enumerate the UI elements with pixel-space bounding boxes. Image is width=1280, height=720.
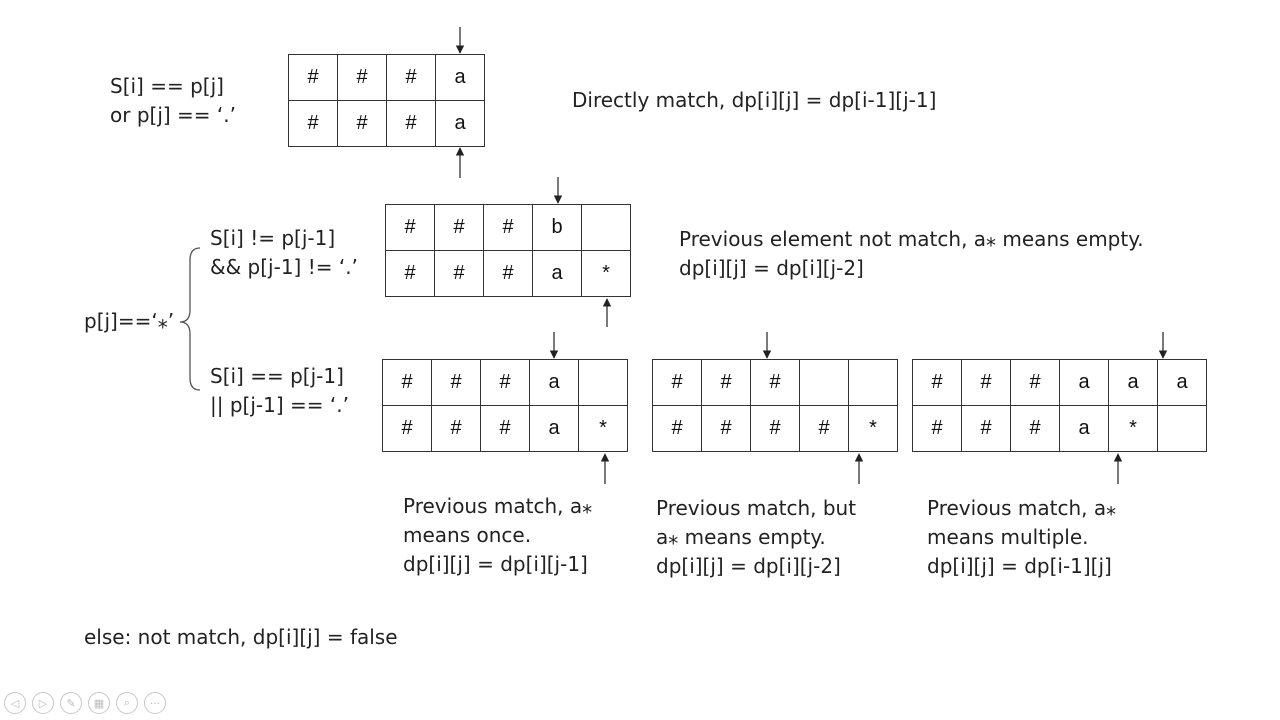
- description-line: dp[i][j] = dp[i-1][j]: [927, 554, 1112, 578]
- grid-row-pattern: ###a*: [912, 405, 1207, 452]
- description-line: dp[i][j] = dp[i][j-1]: [403, 552, 588, 576]
- condition-line: && p[j-1] != ‘.’: [210, 255, 358, 279]
- star-condition-label: p[j]==‘⁎’: [84, 309, 175, 333]
- grid-direct-match: ###a###a: [288, 54, 485, 147]
- grid-cell: #: [386, 100, 436, 147]
- grid-cell: *: [578, 405, 628, 452]
- pen-icon[interactable]: ✎: [60, 692, 82, 714]
- description-multiple: Previous match, a⁎ means multiple. dp[i]…: [927, 494, 1116, 581]
- grid-row-string: ###a: [288, 54, 485, 101]
- grid-cell: a: [529, 359, 579, 406]
- grid-cell: *: [581, 250, 631, 297]
- grid-cell: #: [799, 405, 849, 452]
- condition-line: or p[j] == ‘.’: [110, 103, 236, 127]
- grid-cell: *: [848, 405, 898, 452]
- grid-cell: #: [382, 359, 432, 406]
- description-line: means multiple.: [927, 525, 1089, 549]
- description-line: dp[i][j] = dp[i][j-2]: [679, 256, 864, 280]
- description-direct: Directly match, dp[i][j] = dp[i-1][j-1]: [572, 86, 936, 115]
- grid-cell: #: [961, 405, 1011, 452]
- slideshow-toolbar: ◁ ▷ ✎ ▦ ⌕ ···: [4, 692, 166, 714]
- grid-cell: #: [483, 204, 533, 251]
- grid-cell: [578, 359, 628, 406]
- grid-cell: a: [435, 54, 485, 101]
- grid-row-string: ###: [652, 359, 898, 406]
- grid-cell: #: [912, 405, 962, 452]
- next-slide-icon[interactable]: ▷: [32, 692, 54, 714]
- grid-cell: #: [337, 100, 387, 147]
- description-line: means once.: [403, 523, 532, 547]
- description-line: Previous match, but: [656, 496, 857, 520]
- grid-cell: #: [288, 54, 338, 101]
- condition-line: S[i] == p[j]: [110, 74, 224, 98]
- condition-line: S[i] == p[j-1]: [210, 364, 344, 388]
- description-line: Previous element not match, a⁎ means emp…: [679, 227, 1144, 251]
- else-case-text: else: not match, dp[i][j] = false: [84, 625, 398, 649]
- zoom-icon[interactable]: ⌕: [116, 692, 138, 714]
- prev-slide-icon[interactable]: ◁: [4, 692, 26, 714]
- grid-row-pattern: ###a*: [382, 405, 628, 452]
- more-icon[interactable]: ···: [144, 692, 166, 714]
- description-line: a⁎ means empty.: [656, 525, 826, 549]
- grid-cell: #: [1010, 405, 1060, 452]
- grid-cell: a: [1059, 405, 1109, 452]
- description-once: Previous match, a⁎ means once. dp[i][j] …: [403, 492, 592, 579]
- grid-cell: #: [750, 405, 800, 452]
- description-empty: Previous match, but a⁎ means empty. dp[i…: [656, 494, 856, 581]
- grid-cell: #: [480, 405, 530, 452]
- grid-match-once: ###a###a*: [382, 359, 628, 452]
- grid-row-pattern: ####*: [652, 405, 898, 452]
- description-line: Directly match, dp[i][j] = dp[i-1][j-1]: [572, 88, 937, 112]
- grid-row-pattern: ###a: [288, 100, 485, 147]
- description-line: Previous match, a⁎: [927, 496, 1117, 520]
- grid-cell: [848, 359, 898, 406]
- grid-cell: [1157, 405, 1207, 452]
- description-line: dp[i][j] = dp[i][j-2]: [656, 554, 841, 578]
- condition-line: || p[j-1] == ‘.’: [210, 393, 349, 417]
- condition-line: S[i] != p[j-1]: [210, 226, 336, 250]
- grid-star-nomatch: ###b###a*: [385, 204, 631, 297]
- grid-cell: a: [435, 100, 485, 147]
- grid-cell: *: [1108, 405, 1158, 452]
- grid-cell: #: [961, 359, 1011, 406]
- grid-cell: #: [483, 250, 533, 297]
- description-star-nomatch: Previous element not match, a⁎ means emp…: [679, 225, 1144, 283]
- grid-cell: #: [385, 250, 435, 297]
- grid-cell: a: [532, 250, 582, 297]
- grid-cell: #: [288, 100, 338, 147]
- condition-direct: S[i] == p[j] or p[j] == ‘.’: [110, 72, 236, 130]
- description-line: Previous match, a⁎: [403, 494, 593, 518]
- grid-cell: [799, 359, 849, 406]
- condition-star-nomatch: S[i] != p[j-1] && p[j-1] != ‘.’: [210, 224, 358, 282]
- grid-cell: #: [750, 359, 800, 406]
- grid-cell: a: [1157, 359, 1207, 406]
- grid-cell: a: [529, 405, 579, 452]
- condition-star-match: S[i] == p[j-1] || p[j-1] == ‘.’: [210, 362, 349, 420]
- grid-row-pattern: ###a*: [385, 250, 631, 297]
- grid-cell: [581, 204, 631, 251]
- case-brace: [179, 247, 201, 391]
- grid-cell: #: [382, 405, 432, 452]
- grid-cell: #: [652, 359, 702, 406]
- slides-grid-icon[interactable]: ▦: [88, 692, 110, 714]
- grid-cell: a: [1059, 359, 1109, 406]
- grid-match-empty: #######*: [652, 359, 898, 452]
